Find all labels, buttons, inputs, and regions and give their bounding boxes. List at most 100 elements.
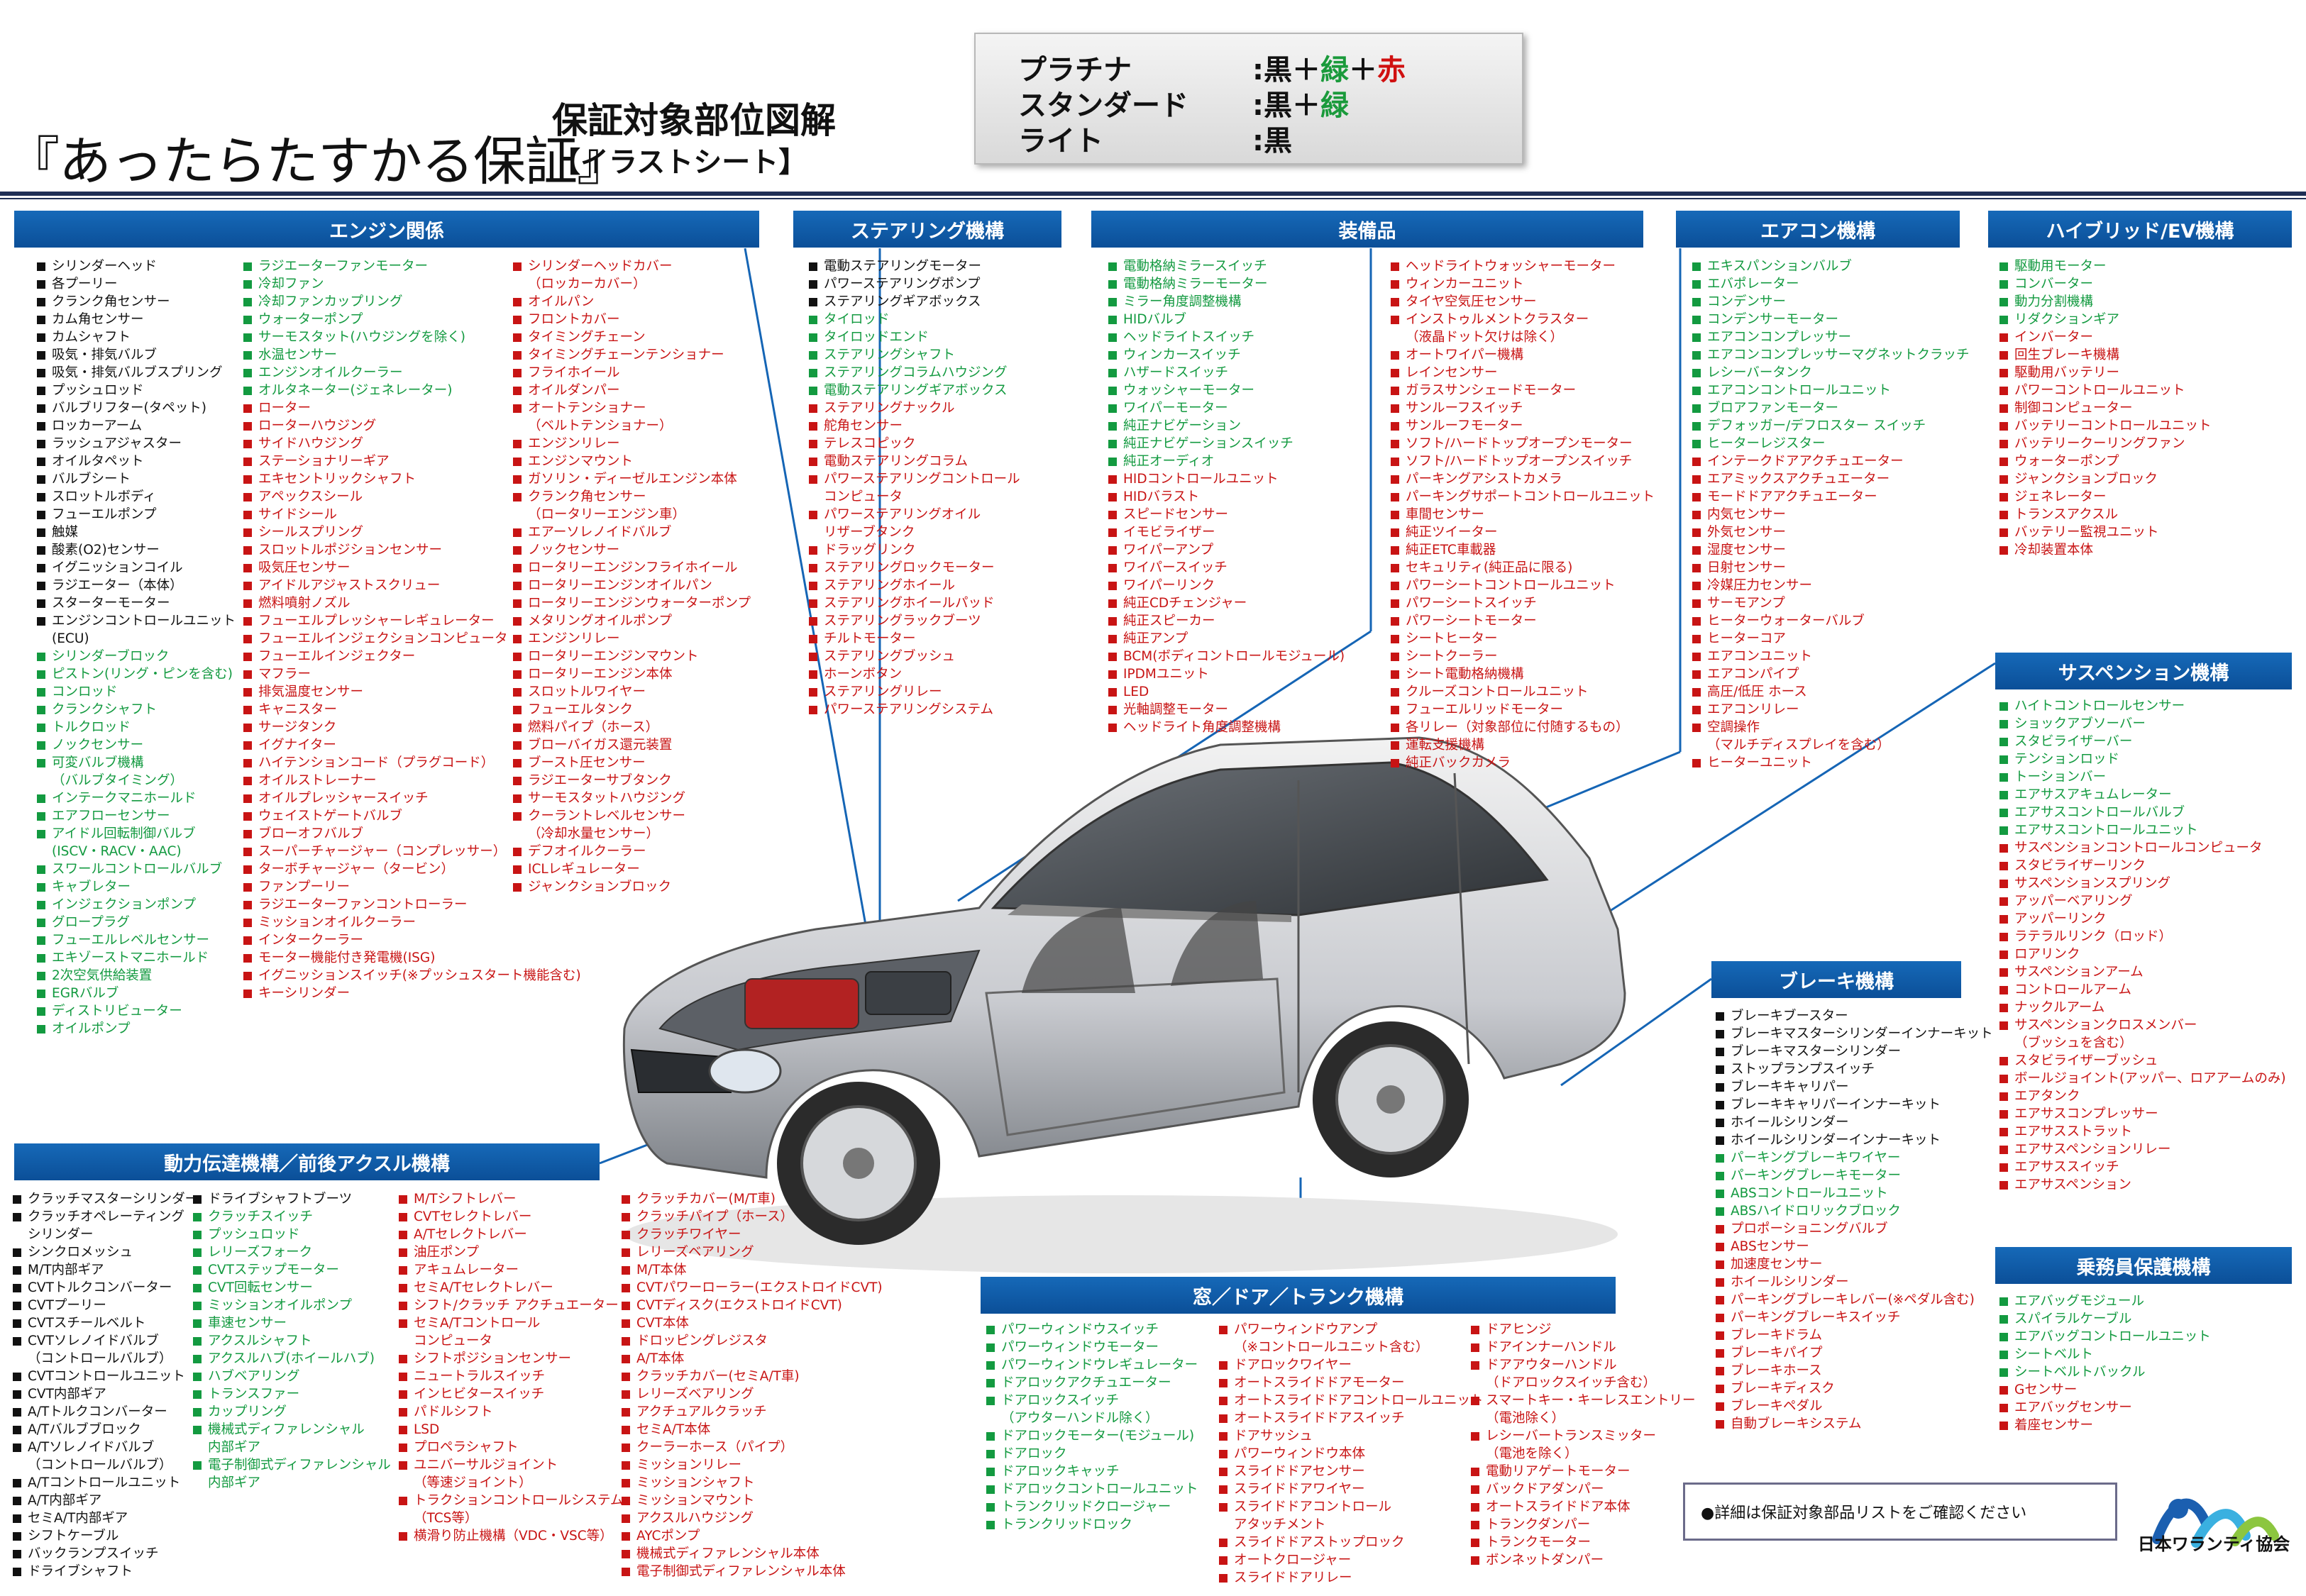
part-item: 電動ステアリングギアボックス: [809, 382, 1020, 399]
part-item: ジャンクションブロック: [1999, 470, 2212, 488]
header-rule: [0, 192, 2306, 196]
part-item: シリンダー: [28, 1227, 94, 1242]
part-item: ロータリーエンジンマウント: [513, 648, 751, 665]
part-item: スライドドアセンサー: [1219, 1463, 1484, 1480]
part-item: シート電動格納機構: [1391, 665, 1655, 683]
part-item: オイルタペット: [37, 453, 236, 470]
part-item: A/Tソレノイドバルブ: [13, 1439, 198, 1456]
part-item: 冷却装置本体: [1999, 541, 2212, 559]
part-item: ミラー角度調整機構: [1108, 293, 1345, 311]
part-item: ハブベアリング: [193, 1368, 391, 1385]
suspension-parts-list: ハイトコントロールセンサーショックアブソーバースタビライザーバーテンションロッド…: [1999, 697, 2286, 1194]
part-item: 排気温度センサー: [243, 683, 581, 701]
section-header-suspension: サスペンション機構: [1995, 653, 2292, 689]
part-item: （ベルトテンショナー）: [528, 419, 673, 433]
part-item: LED: [1108, 683, 1345, 701]
part-item: ソフト/ハードトップオープンスイッチ: [1391, 453, 1655, 470]
part-item: 内部ギア: [208, 1440, 261, 1455]
legend-part: ＋: [1292, 89, 1320, 122]
part-item: 電子制御式ディファレンシャル本体: [622, 1563, 883, 1580]
part-item: ステアリングギアボックス: [809, 293, 1020, 311]
part-item: 純正ETC車載器: [1391, 541, 1655, 559]
part-item: サンルーフスイッチ: [1391, 399, 1655, 417]
part-item: ラジエーター（本体）: [37, 577, 236, 594]
legend-part: ＋: [1292, 54, 1320, 87]
part-item: オートスライドドアコントロールユニット: [1219, 1392, 1484, 1409]
part-item: 水温センサー: [243, 346, 581, 364]
part-item: ブレーキドラム: [1716, 1326, 1993, 1344]
part-item: アッパーベアリング: [1999, 892, 2286, 910]
part-item: ブレーキブースター: [1716, 1007, 1993, 1025]
part-item: クラッチパイプ（ホース）: [622, 1208, 883, 1226]
part-item: 触媒: [37, 523, 236, 541]
part-item: ステアリングシャフト: [809, 346, 1020, 364]
part-item: ブースト圧センサー: [513, 754, 751, 772]
part-item: エキゾーストマニホールド: [37, 949, 236, 967]
part-item: エアコンリレー: [1692, 701, 1969, 719]
part-item: 舵角センサー: [809, 417, 1020, 435]
part-item: ニュートラルスイッチ: [399, 1368, 623, 1385]
part-item: アクスルシャフト: [193, 1332, 391, 1350]
part-item: アイドルアジャストスクリュー: [243, 577, 581, 594]
part-item: デフオイルクーラー: [513, 843, 751, 860]
part-item: ディストリビューター: [37, 1002, 236, 1020]
part-item: ラッシュアジャスター: [37, 435, 236, 453]
part-item: トーションバー: [1999, 768, 2286, 786]
part-item: ステアリングブッシュ: [809, 648, 1020, 665]
part-item: エアコンパイプ: [1692, 665, 1969, 683]
part-item: コンピュータ: [414, 1334, 493, 1348]
part-item: ロータリーエンジンオイルパン: [513, 577, 751, 594]
part-item: チルトモーター: [809, 630, 1020, 648]
part-item: ステアリングロックモーター: [809, 559, 1020, 577]
part-item: ミッションオイルポンプ: [193, 1297, 391, 1314]
part-item: エンジンコントロールユニット: [37, 612, 236, 630]
part-item: トランスアクスル: [1999, 506, 2212, 523]
part-item: ヘッドライト角度調整機構: [1108, 719, 1345, 736]
part-item: 運転支援機構: [1391, 736, 1655, 754]
part-item: インテークドアアクチュエーター: [1692, 453, 1969, 470]
part-item: ドアアウターハンドル: [1471, 1356, 1695, 1374]
part-item: ブローオフバルブ: [243, 825, 581, 843]
part-item: エアーソレノイドバルブ: [513, 523, 751, 541]
part-item: 機械式ディファレンシャル: [193, 1421, 391, 1439]
part-item: CVTパワーローラー(エクストロイドCVT): [622, 1279, 883, 1297]
part-item: トランクダンパー: [1471, 1516, 1695, 1534]
part-item: シリンダーヘッドカバー: [513, 257, 751, 275]
part-item: エアサスコントロールユニット: [1999, 821, 2286, 839]
part-item: 電動ステアリングコラム: [809, 453, 1020, 470]
part-item: ナックルアーム: [1999, 999, 2286, 1016]
part-item: 駆動用バッテリー: [1999, 364, 2212, 382]
part-item: BCM(ボディコントロールモジュール): [1108, 648, 1345, 665]
part-item: レシーバートランスミッター: [1471, 1427, 1695, 1445]
legend-plan-name: スタンダード: [1018, 89, 1188, 122]
part-item: インテークマニホールド: [37, 789, 236, 807]
part-item: （ドアロックスイッチ含む）: [1486, 1375, 1656, 1390]
section-header-equipment: 装備品: [1091, 211, 1643, 248]
part-item: ブレーキパイプ: [1716, 1344, 1993, 1362]
part-item: フライホイール: [513, 364, 751, 382]
association-logo-icon: [2152, 1498, 2279, 1548]
part-item: ドアロック: [986, 1445, 1198, 1463]
part-item: 機械式ディファレンシャル本体: [622, 1545, 883, 1563]
part-item: メタリングオイルポンプ: [513, 612, 751, 630]
part-item: ICLレギュレーター: [513, 860, 751, 878]
part-item: ソフト/ハードトップオープンモーター: [1391, 435, 1655, 453]
part-item: ピストン(リング・ピンを含む): [37, 665, 236, 683]
part-item: パワーウィンドウ本体: [1219, 1445, 1484, 1463]
part-item: A/T本体: [622, 1350, 883, 1368]
legend-part: 赤: [1377, 54, 1406, 87]
part-item: ジャンクションブロック: [513, 878, 751, 896]
part-item: エアコンコントロールユニット: [1692, 382, 1969, 399]
equipment-parts-list-2: ヘッドライトウォッシャーモーターウィンカーユニットタイヤ空気圧センサーインストゥ…: [1391, 257, 1655, 772]
section-header-engine: エンジン関係: [14, 211, 759, 248]
part-item: ドアサッシュ: [1219, 1427, 1484, 1445]
part-item: CVTセレクトレバー: [399, 1208, 623, 1226]
part-item: 吸気・排気バルブスプリング: [37, 364, 236, 382]
car-illustration: [622, 736, 1626, 1273]
part-item: キーシリンダー: [243, 985, 581, 1002]
part-item: 燃料パイプ（ホース）: [513, 719, 751, 736]
part-item: デフォッガー/デフロスター スイッチ: [1692, 417, 1969, 435]
part-item: トランクモーター: [1471, 1534, 1695, 1551]
part-item: ミッションリレー: [622, 1456, 883, 1474]
part-item: 自動ブレーキシステム: [1716, 1415, 1993, 1433]
